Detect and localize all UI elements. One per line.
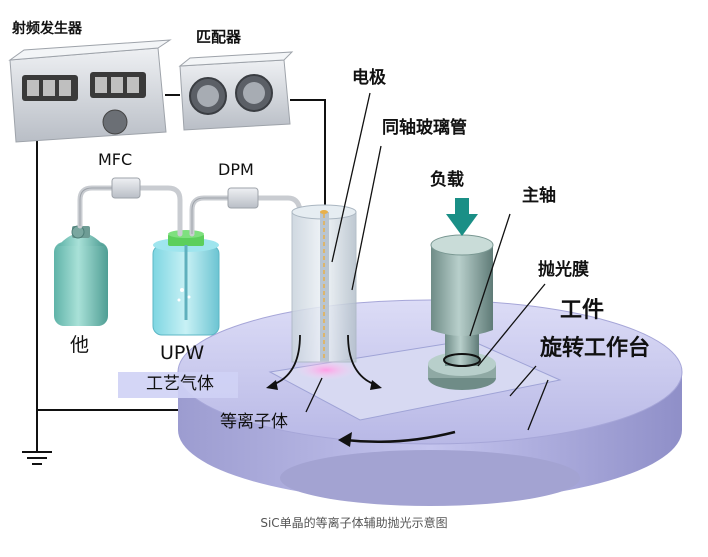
figure-caption: SiC单晶的等离子体辅助抛光示意图 bbox=[260, 516, 448, 530]
dpm-device bbox=[227, 187, 259, 209]
rf-generator bbox=[8, 39, 172, 143]
label-dpm: DPM bbox=[218, 160, 254, 179]
label-electrode: 电极 bbox=[352, 68, 386, 88]
label-polishing-film: 抛光膜 bbox=[538, 260, 589, 280]
ground-icon bbox=[22, 451, 52, 465]
label-matcher: 匹配器 bbox=[196, 28, 242, 46]
label-workpiece: 工件 bbox=[560, 298, 605, 323]
load-arrow-icon bbox=[446, 198, 478, 236]
ground-wire bbox=[36, 140, 200, 452]
label-mfc: MFC bbox=[98, 150, 133, 169]
upw-jar bbox=[152, 230, 220, 336]
label-process-gas: 工艺气体 bbox=[146, 374, 214, 394]
plasma-glow bbox=[296, 360, 356, 380]
rf-wire bbox=[165, 94, 326, 212]
coaxial-tube bbox=[291, 204, 357, 363]
gas-flow-arrowhead-right bbox=[370, 380, 382, 390]
pointer-lines bbox=[305, 92, 549, 431]
label-plasma: 等离子体 bbox=[220, 412, 288, 432]
label-coaxial-tube: 同轴玻璃管 bbox=[382, 118, 467, 138]
label-rotary-table: 旋转工作台 bbox=[540, 336, 651, 361]
rotation-arrow-icon bbox=[338, 430, 456, 447]
label-upw: UPW bbox=[160, 342, 205, 364]
gas-flow-arrowhead-left bbox=[266, 380, 278, 390]
matcher bbox=[178, 51, 294, 131]
polishing-ring bbox=[443, 353, 481, 367]
process-gas-band bbox=[118, 372, 238, 398]
label-rf-generator: 射频发生器 bbox=[12, 21, 82, 37]
label-load: 负载 bbox=[430, 170, 464, 190]
gas-flow-arrows bbox=[271, 334, 377, 386]
gas-piping-outline bbox=[79, 187, 228, 234]
gas-bottle bbox=[54, 225, 108, 326]
label-spindle: 主轴 bbox=[522, 186, 556, 206]
mfc-device bbox=[111, 177, 141, 199]
label-gas-bottle: 他 bbox=[70, 334, 90, 356]
